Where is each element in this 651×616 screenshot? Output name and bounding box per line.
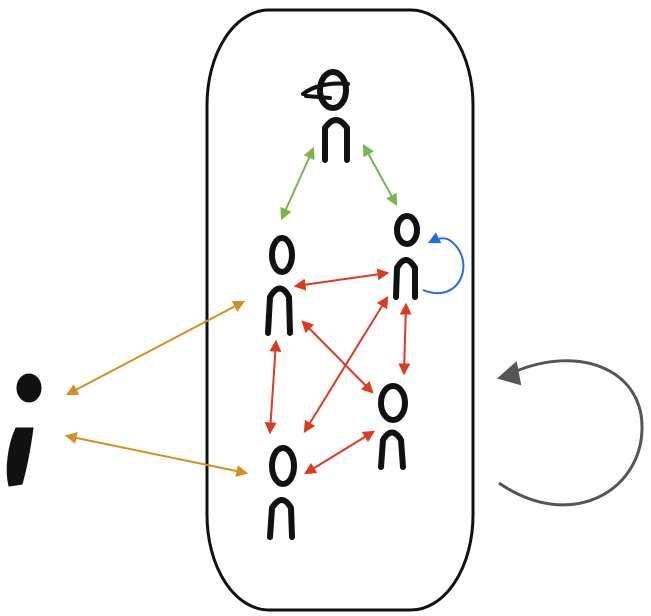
group-self-loop-arrowhead — [496, 361, 522, 386]
leader-hat-scribble — [301, 81, 350, 100]
outsider-figure — [6, 373, 42, 487]
member-figure-mid-left — [265, 235, 295, 336]
outsider-body — [6, 427, 34, 487]
group-self-loop-arrow — [496, 359, 644, 507]
group-boundary — [205, 8, 475, 612]
member-figure-mid-right — [393, 213, 420, 300]
leader-figure — [301, 69, 350, 163]
green-arrows — [280, 143, 398, 221]
leader-body — [322, 117, 350, 163]
leader-head — [317, 69, 349, 111]
blue-self-loop-arrow — [422, 232, 465, 294]
orange-arrows — [64, 300, 249, 477]
red-arrows — [264, 268, 412, 475]
outsider-head — [16, 373, 42, 403]
member-figure-low-right — [378, 383, 408, 470]
member-figure-bottom-left — [267, 445, 297, 540]
